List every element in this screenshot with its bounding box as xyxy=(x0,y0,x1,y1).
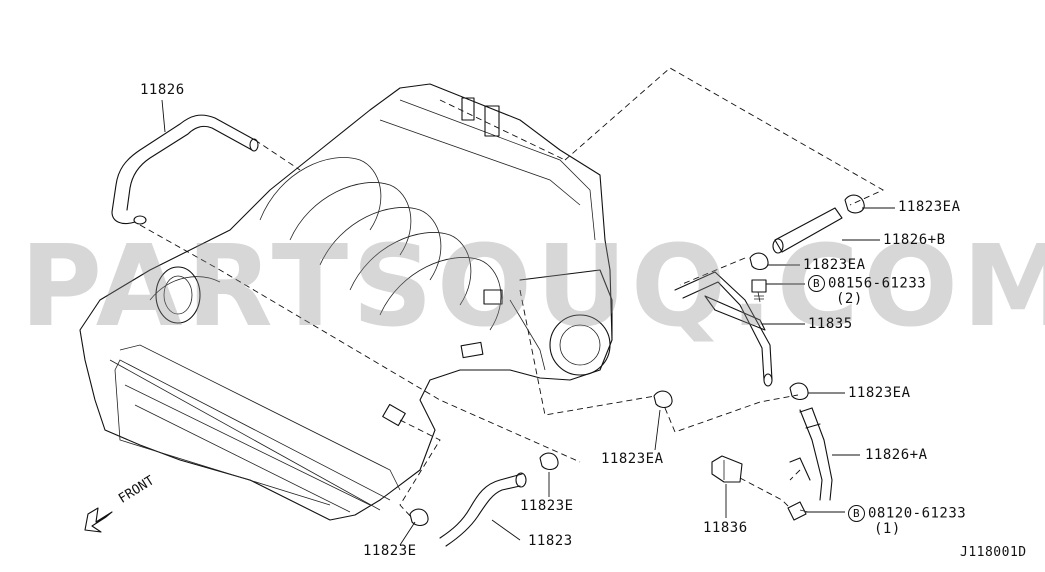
label-11823EA-top[interactable]: 11823EA xyxy=(898,199,961,215)
label-11836[interactable]: 11836 xyxy=(703,520,748,536)
engine-block xyxy=(79,83,613,521)
label-11823EA-left[interactable]: 11823EA xyxy=(601,451,664,467)
label-11823EA-right[interactable]: 11823EA xyxy=(848,385,911,401)
bolt-b-mark: B xyxy=(848,505,865,522)
bolt-b-mark: B xyxy=(808,275,825,292)
label-11835[interactable]: 11835 xyxy=(808,316,853,332)
label-11826B[interactable]: 11826+B xyxy=(883,232,946,248)
label-11823E-left[interactable]: 11823E xyxy=(363,543,417,559)
bolt1-number: 08156-61233 xyxy=(828,275,927,292)
bracket-11836 xyxy=(711,455,743,483)
bolts xyxy=(751,279,809,521)
watermark: PARTSOUQ.COM xyxy=(20,222,1045,352)
hose-11826B xyxy=(772,207,843,254)
label-11823EA-mid[interactable]: 11823EA xyxy=(803,257,866,273)
label-bolt1-qty: (2) xyxy=(836,291,863,307)
label-11823E-right[interactable]: 11823E xyxy=(520,498,574,514)
clamps xyxy=(409,194,865,527)
dashed-connectors xyxy=(139,67,884,519)
label-11823[interactable]: 11823 xyxy=(528,533,573,549)
hose-11826A xyxy=(789,407,833,501)
label-11826[interactable]: 11826 xyxy=(140,82,185,98)
label-bolt2-qty: (1) xyxy=(874,521,901,537)
front-arrow-icon xyxy=(84,507,113,533)
bolt2-number: 08120-61233 xyxy=(868,505,967,522)
leader-lines xyxy=(161,99,895,546)
hose-11823 xyxy=(439,472,527,547)
pipe-11835 xyxy=(674,271,773,387)
label-11826A[interactable]: 11826+A xyxy=(865,447,928,463)
diagram-code: J118001D xyxy=(960,545,1027,560)
hose-11826 xyxy=(111,114,259,225)
